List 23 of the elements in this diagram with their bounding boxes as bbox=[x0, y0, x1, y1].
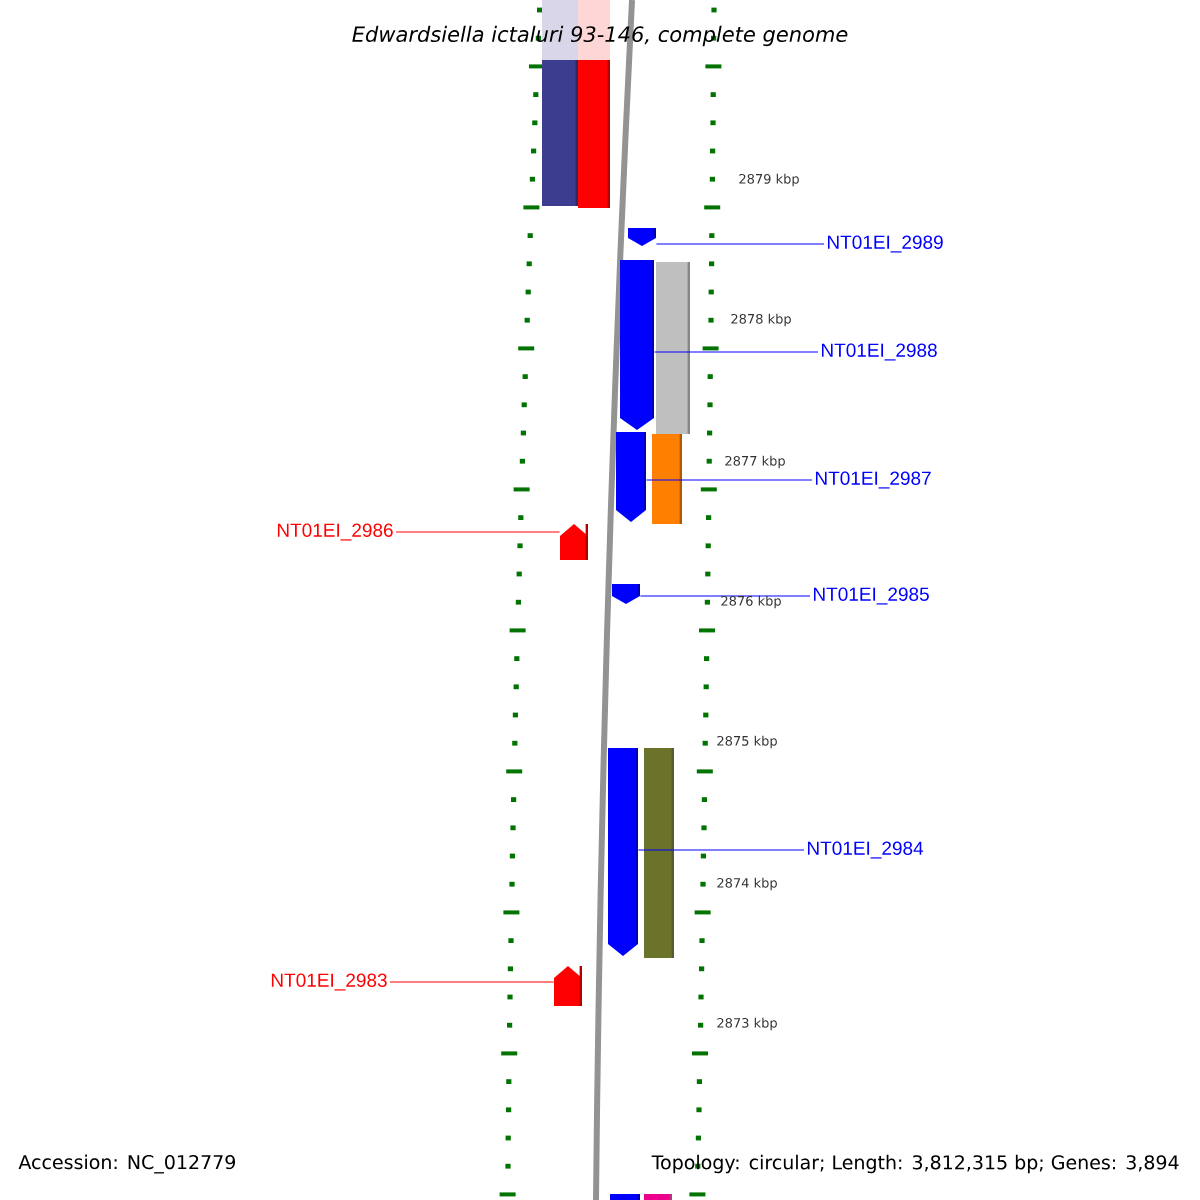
gene-label: NT01EI_2987 bbox=[816, 471, 931, 489]
title: Edwardsiella ictaluri 93-146, complete genome bbox=[352, 25, 848, 47]
leader-line bbox=[653, 351, 819, 353]
leader-line bbox=[639, 595, 811, 597]
gene-label: NT01EI_2984 bbox=[808, 841, 924, 859]
gene-feature bbox=[628, 228, 656, 246]
gene-label: NT01EI_2983 bbox=[271, 973, 387, 991]
gene-feature bbox=[612, 584, 640, 604]
gene-feature bbox=[608, 748, 638, 956]
gene-label: NT01EI_2985 bbox=[814, 587, 929, 605]
leader-line bbox=[655, 243, 825, 245]
leader-line bbox=[645, 479, 813, 481]
leader-line bbox=[389, 981, 555, 983]
gene-label: NT01EI_2988 bbox=[822, 343, 937, 361]
gene-label: NT01EI_2986 bbox=[277, 523, 393, 541]
gene-feature bbox=[554, 966, 582, 1006]
accession-text: Accession: NC_012779 bbox=[18, 1154, 235, 1174]
gene-label: NT01EI_2989 bbox=[828, 235, 943, 253]
gene-feature bbox=[616, 432, 646, 522]
gene-feature bbox=[560, 524, 588, 560]
genome-info-text: Topology: circular; Length: 3,812,315 bp; Genes: 3,894 bbox=[651, 1154, 1179, 1174]
leader-line bbox=[637, 849, 805, 851]
leader-line bbox=[395, 531, 561, 533]
